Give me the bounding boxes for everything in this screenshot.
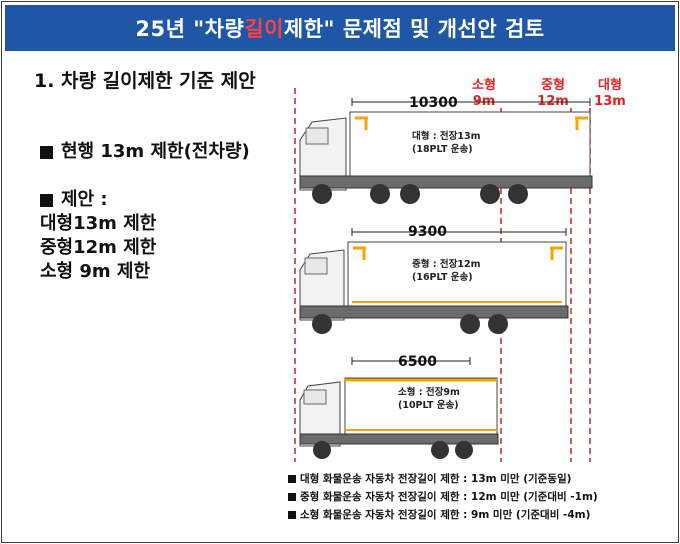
cargo-capacity: (16PLT 운송) bbox=[412, 272, 473, 283]
medium-truck bbox=[299, 228, 569, 334]
wheel bbox=[488, 314, 508, 334]
proposal-item: 소형 9m 제한 bbox=[40, 261, 151, 282]
note-item: 소형 화물운송 자동차 전장길이 제한 : 9m 미만 (기준대비 -4m) bbox=[288, 506, 598, 524]
wheel bbox=[400, 184, 420, 204]
current-rule-label: 현행 13m 제한(전차량) bbox=[61, 141, 250, 162]
section-title: 1. 차량 길이제한 기준 제안 bbox=[34, 70, 256, 92]
cargo-box bbox=[344, 377, 498, 435]
wheel bbox=[312, 184, 332, 204]
truck-length-large: 10300 bbox=[409, 95, 458, 111]
banner-title-prefix: 25년 "차량 bbox=[135, 17, 245, 41]
chassis bbox=[299, 433, 499, 445]
wheel bbox=[460, 314, 480, 334]
cargo-box bbox=[349, 111, 591, 177]
limit-name: 대형 bbox=[598, 78, 622, 93]
cargo-label-small: 소형 : 전장9m (10PLT 운송) bbox=[398, 386, 460, 412]
banner-title-highlight: 길이 bbox=[244, 17, 284, 41]
wheel bbox=[455, 441, 473, 459]
notes-list: 대형 화물운송 자동차 전장길이 제한 : 13m 미만 (기준동일) 중형 화… bbox=[288, 470, 598, 524]
chassis bbox=[299, 305, 569, 319]
note-text: 대형 화물운송 자동차 전장길이 제한 : 13m 미만 (기준동일) bbox=[300, 473, 572, 485]
wheel bbox=[431, 441, 449, 459]
cargo-label-medium: 중형 : 전장12m (16PLT 운송) bbox=[412, 258, 481, 284]
limit-value: 13m bbox=[594, 94, 626, 109]
large-truck bbox=[299, 98, 593, 204]
bullet-square-icon bbox=[288, 493, 296, 501]
cargo-capacity: (18PLT 운송) bbox=[412, 144, 473, 155]
proposal-item: 대형13m 제한 bbox=[40, 213, 157, 234]
note-item: 대형 화물운송 자동차 전장길이 제한 : 13m 미만 (기준동일) bbox=[288, 470, 598, 488]
banner-title-suffix: 제한" 문제점 및 개선안 검토 bbox=[283, 17, 545, 41]
current-rule: 현행 13m 제한(전차량) bbox=[40, 140, 250, 164]
cargo-spec: 중형 : 전장12m bbox=[412, 259, 481, 270]
cargo-capacity: (10PLT 운송) bbox=[398, 400, 459, 411]
title-banner: 25년 "차량 길이 제한" 문제점 및 개선안 검토 bbox=[5, 5, 675, 51]
note-text: 중형 화물운송 자동차 전장길이 제한 : 12m 미만 (기준대비 -1m) bbox=[300, 491, 598, 503]
limit-name: 소형 bbox=[472, 78, 496, 93]
small-truck bbox=[299, 357, 499, 459]
chassis bbox=[299, 175, 593, 189]
bullet-square-icon bbox=[288, 511, 296, 519]
cargo-box bbox=[347, 241, 567, 307]
note-item: 중형 화물운송 자동차 전장길이 제한 : 12m 미만 (기준대비 -1m) bbox=[288, 488, 598, 506]
bullet-square-icon bbox=[40, 193, 53, 207]
wheel bbox=[312, 314, 332, 334]
truck-length-medium: 9300 bbox=[408, 224, 447, 240]
bullet-square-icon bbox=[40, 145, 53, 159]
wheel bbox=[508, 184, 528, 204]
proposal-heading: 제안 : bbox=[40, 188, 250, 212]
wheel bbox=[370, 184, 390, 204]
limit-label-medium: 중형 12m bbox=[528, 78, 578, 110]
limit-name: 중형 bbox=[541, 78, 565, 93]
proposal-item: 중형12m 제한 bbox=[40, 237, 157, 258]
bullet-square-icon bbox=[288, 475, 296, 483]
cargo-label-large: 대형 : 전장13m (18PLT 운송) bbox=[412, 130, 481, 156]
wheel bbox=[480, 184, 500, 204]
proposal-title: 제안 : bbox=[61, 189, 108, 210]
cargo-spec: 대형 : 전장13m bbox=[412, 131, 481, 142]
note-text: 소형 화물운송 자동차 전장길이 제한 : 9m 미만 (기준대비 -4m) bbox=[300, 509, 591, 521]
cargo-spec: 소형 : 전장9m bbox=[398, 387, 460, 398]
limit-label-large: 대형 13m bbox=[585, 78, 635, 110]
wheel bbox=[313, 441, 331, 459]
truck-length-small: 6500 bbox=[398, 354, 437, 370]
proposal-panel: 현행 13m 제한(전차량) 제안 : 대형13m 제한 중형12m 제한 소형… bbox=[40, 140, 250, 284]
